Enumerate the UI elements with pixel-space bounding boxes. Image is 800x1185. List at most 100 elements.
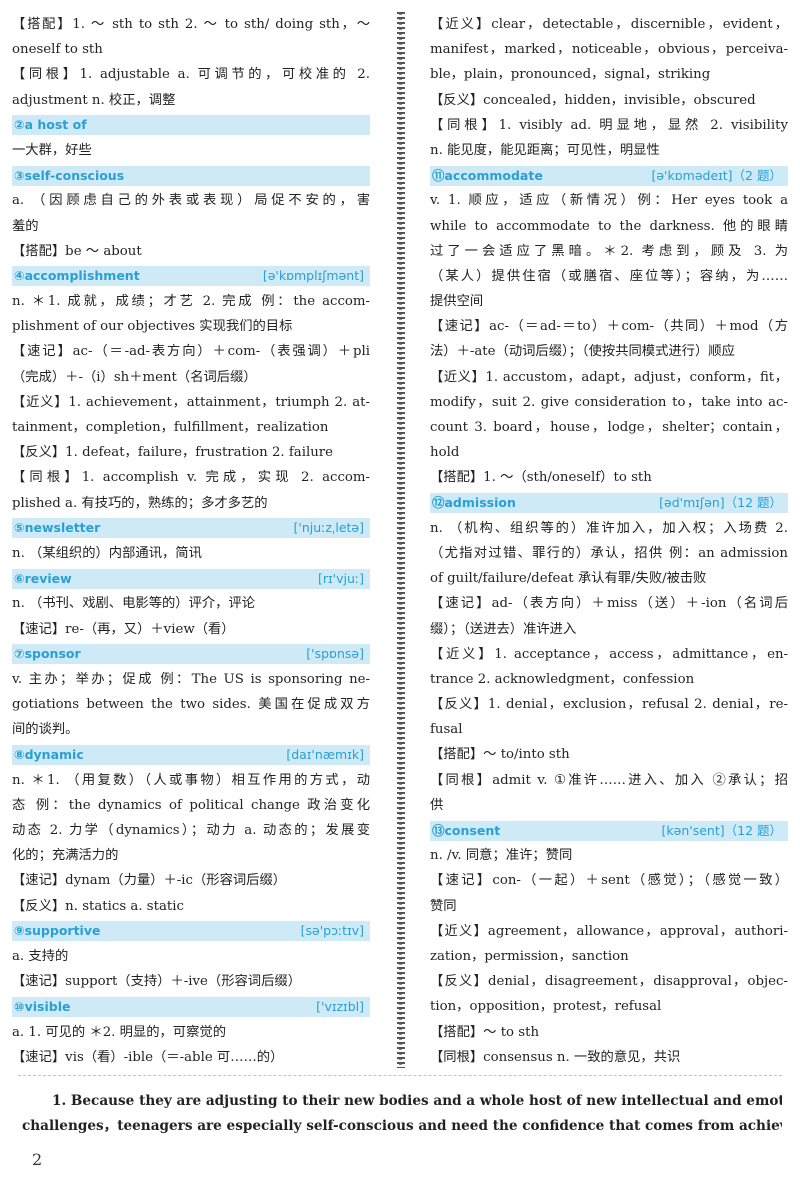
entry-text-line: 羞的 (12, 218, 39, 234)
entry-text-line: 化的；充满活力的 (12, 848, 119, 864)
example-sentence-line: challenges，teenagers are especially self… (22, 1118, 782, 1134)
entry-text-line: a. （因顾虑自己的外表或表现）局促不安的，害 (12, 193, 370, 209)
entry-text-line: plished a. 有技巧的，熟练的；多才多艺的 (12, 495, 268, 511)
entry-phonetic: ['vɪzɪbl] (316, 998, 364, 1014)
entry-text-line: 缀）；（送进去）准许进入 (430, 621, 577, 637)
entry-text-line: n. 能见度，能见距离；可见性，明显性 (430, 142, 660, 158)
entry-text-line: 【同根】consensus n. 一致的意见，共识 (430, 1049, 681, 1065)
entry-heading: ⑩visible ['vɪzɪbl] (12, 996, 370, 1017)
entry-text-line: manifest，marked，noticeable，obvious，perce… (430, 42, 788, 58)
entry-text-line: 【搭配】1. ～（sth/oneself）to sth (430, 470, 652, 486)
entry-text-line: fusal (430, 722, 463, 738)
entry-text-line: 一大群，好些 (12, 142, 92, 158)
entry-text-line: 【速记】re-（再，又）＋view（看） (12, 621, 235, 637)
entry-heading: ⑨supportive [sə'pɔːtɪv] (12, 921, 370, 942)
entry-heading: ⑫admission [əd'mɪʃən]（12 题） (430, 493, 788, 514)
entry-heading: ②a host of (12, 115, 370, 136)
entry-text-line: n. ＊1. （用复数）（人或事物）相互作用的方式，动 (12, 772, 370, 788)
entry-heading: ⑬consent [kən'sent]（12 题） (430, 820, 788, 841)
entry-word: ⑬consent (432, 822, 501, 838)
entry-text-line: 【同根】1. visibly ad. 明显地，显然 2. visibility (430, 117, 788, 133)
entry-text-line: n. /v. 同意；准许；赞同 (430, 848, 573, 864)
entry-text-line: 【速记】support（支持）＋-ive（形容词后缀） (12, 974, 301, 990)
entry-phonetic: [sə'pɔːtɪv] (300, 923, 364, 939)
entry-word: ⑨supportive (14, 923, 101, 939)
entry-text-line: oneself to sth (12, 42, 103, 58)
entry-text-line: zation，permission，sanction (430, 948, 629, 964)
entry-text-line: 【速记】ac-（＝ad-＝to）＋com-（共同）＋mod（方 (430, 319, 788, 335)
entry-text-line: 【搭配】～ to/into sth (430, 747, 570, 763)
entry-word: ⑦sponsor (14, 646, 81, 662)
entry-text-line: adjustment n. 校正，调整 (12, 92, 176, 108)
entry-text-line: 【近义】clear，detectable，discernible，evident… (430, 17, 788, 32)
entry-text-line: 【反义】denial，disagreement，disapproval，obje… (430, 974, 788, 990)
entry-text-line: a. 1. 可见的 ＊2. 明显的，可察觉的 (12, 1024, 226, 1040)
entry-text-line: 【速记】ac-（＝-ad-表方向）＋com-（表强调）＋pli (12, 344, 370, 360)
entry-heading: ⑦sponsor['spɒnsə] (12, 644, 370, 665)
entry-text-line: n. （书刊、戏剧、电影等的）评介，评论 (12, 596, 256, 612)
entry-text-line: hold (430, 445, 460, 461)
entry-text-line: 【速记】ad-（表方向）＋miss（送）＋-ion（名词后 (430, 596, 788, 612)
entry-text-line: 【反义】1. denial，exclusion，refusal 2. denia… (430, 697, 788, 713)
entry-text-line: v. 主办；举办；促成 例：The US is sponsoring ne- (12, 671, 370, 687)
entry-heading: ④accomplishment [ə'kɒmplɪʃmənt] (12, 266, 370, 287)
entry-phonetic: [əd'mɪʃən]（12 题） (659, 495, 782, 511)
entry-word: ④accomplishment (14, 268, 140, 284)
entry-text-line: plishment of our objectives 实现我们的目标 (12, 319, 293, 335)
entry-text-line: 【同根】1. adjustable a. 可调节的，可校准的 2. (12, 67, 370, 83)
entry-word: ⑧dynamic (14, 747, 84, 763)
entry-text-line: 【近义】1. accustom，adapt，adjust，conform，fit… (430, 369, 788, 385)
entry-word: ⑥review (14, 570, 72, 586)
entry-word: ⑫admission (432, 495, 516, 511)
entry-text-line: tion，opposition，protest，refusal (430, 999, 662, 1015)
page-number: 2 (32, 1150, 43, 1169)
entry-text-line: n. （机构、组织等的）准许加入，加入权；入场费 2. (430, 520, 788, 536)
entry-word: ②a host of (14, 117, 87, 133)
entry-text-line: （完成）＋-（i）sh＋ment（名词后缀） (12, 369, 257, 385)
entry-text-line: 【搭配】be ～ about (12, 243, 142, 259)
entry-text-line: of guilt/failure/defeat 承认有罪/失败/被击败 (430, 571, 707, 587)
entry-heading: ⑥review [rɪ'vjuː] (12, 568, 370, 589)
entry-text-line: 过了一会适应了黑暗。＊2. 考虑到，顾及 3. 为 (430, 243, 788, 259)
entry-text-line: （尤指对过错、罪行的）承认，招供 例：an admission (430, 545, 788, 561)
entry-text-line: 动态 2. 力学（dynamics）；动力 a. 动态的；发展变 (12, 823, 370, 838)
entry-text-line: 【反义】n. statics a. static (12, 898, 184, 914)
entry-text-line: 【近义】1. acceptance，access，admittance，en- (430, 646, 788, 662)
entry-text-line: 供 (430, 797, 444, 813)
entry-text-line: 【同根】1. accomplish v. 完成，实现 2. accom- (12, 470, 370, 486)
entry-text-line: while to accommodate to the darkness. 他的… (430, 218, 788, 234)
entry-text-line: trance 2. acknowledgment，confession (430, 671, 695, 687)
entry-text-line: n. ＊1. 成就，成绩；才艺 2. 完成 例：the accom- (12, 294, 370, 310)
example-sentence-line: 1. Because they are adjusting to their n… (52, 1093, 782, 1109)
entry-text-line: ble，plain，pronounced，signal，striking (430, 67, 711, 83)
entry-text-line: 提供空间 (430, 294, 484, 310)
entry-word: ③self-conscious (14, 167, 125, 183)
entry-phonetic: [ə'kɒmədeɪt]（2 题） (651, 167, 782, 183)
right-column: 【近义】clear，detectable，discernible，evident… (430, 12, 788, 1070)
entry-heading: ⑤newsletter ['njuːzˌletə] (12, 518, 370, 539)
entry-text-line: 【速记】dynam（力量）＋-ic（形容词后缀） (12, 873, 287, 889)
entry-phonetic: [kən'sent]（12 题） (661, 822, 782, 838)
entry-text-line: modify，suit 2. give consideration to，tak… (430, 394, 788, 410)
entry-text-line: n. （某组织的）内部通讯，简讯 (12, 545, 202, 561)
entry-text-line: v. 1. 顺应，适应（新情况）例：Her eyes took a (430, 193, 788, 209)
entry-word: ⑪accommodate (432, 167, 543, 183)
entry-text-line: 【同根】admit v. ①准许……进入、加入 ②承认；招 (430, 772, 788, 788)
entry-text-line: a. 支持的 (12, 948, 69, 964)
entry-text-line: 【速记】con-（一起）＋sent（感觉）；（感觉一致） (430, 873, 788, 889)
entry-phonetic: [ə'kɒmplɪʃmənt] (262, 268, 364, 284)
entry-heading: ③self-conscious (12, 165, 370, 186)
entry-text-line: （某人）提供住宿（或膳宿、座位等）；容纳，为…… (430, 268, 788, 284)
entry-word: ⑩visible (14, 998, 71, 1014)
entry-text-line: 【反义】1. defeat，failure，frustration 2. fai… (12, 445, 334, 461)
entry-text-line: gotiations between the two sides. 美国在促成双… (12, 697, 370, 713)
entry-phonetic: ['njuːzˌletə] (293, 520, 364, 536)
entry-text-line: 法）＋-ate（动词后缀）；（使按共同模式进行）顺应 (430, 344, 735, 360)
entry-text-line: 赞同 (430, 898, 457, 914)
entry-word: ⑤newsletter (14, 520, 101, 536)
entry-phonetic: [daɪ'næmɪk] (286, 747, 364, 763)
entry-phonetic: [rɪ'vjuː] (318, 570, 364, 586)
example-sentence: 1. Because they are adjusting to their n… (22, 1089, 782, 1139)
entry-text-line: 【搭配】～ to sth (430, 1024, 540, 1040)
entry-text-line: 【近义】agreement，allowance，approval，authori… (430, 923, 788, 939)
